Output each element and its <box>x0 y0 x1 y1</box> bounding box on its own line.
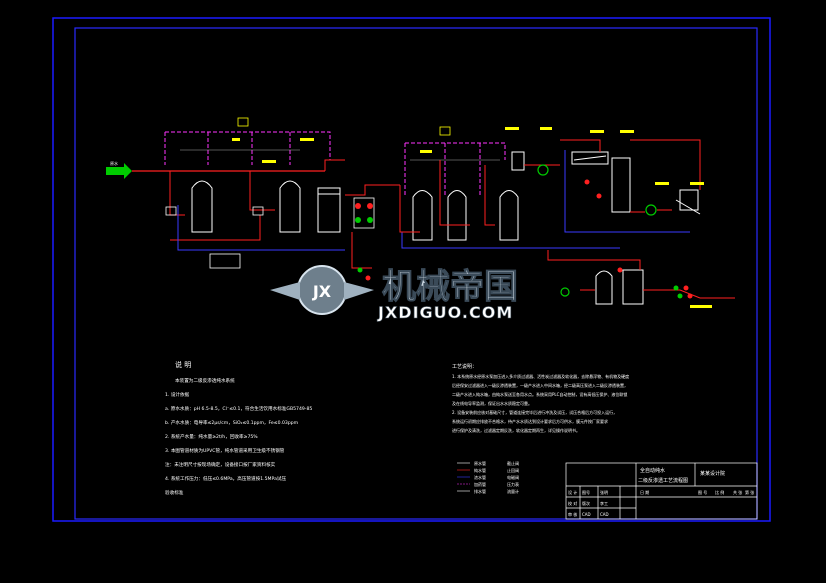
svg-text:2. 系统产水量：纯水量≥2t/h，回收率≥75%: 2. 系统产水量：纯水量≥2t/h，回收率≥75% <box>165 433 258 440</box>
notes-right: 工艺说明： 1. 本系统原水经原水泵加压进入多介质过滤器、活性炭过滤器及软化器，… <box>452 363 629 433</box>
dosing-lines <box>164 131 506 195</box>
title-block: 全自动纯水 二级反渗透工艺流程图 某某设计院 设 计 校 对 审 核 张明 李工… <box>565 462 758 520</box>
company-name: 某某设计院 <box>700 470 725 477</box>
svg-text:CAD: CAD <box>600 512 609 517</box>
title-line-1: 全自动纯水 <box>640 467 665 474</box>
pumps <box>537 164 657 297</box>
pipe-headers <box>180 149 500 161</box>
svg-text:JX: JX <box>312 282 332 301</box>
inner-frame <box>74 27 758 520</box>
outer-frame <box>52 17 771 522</box>
svg-text:后经保安过滤器进入一级反渗透装置，一级产水进入中间水箱，经二: 后经保安过滤器进入一级反渗透装置，一级产水进入中间水箱，经二级高压泵进入二级反渗… <box>452 382 628 388</box>
svg-text:图 号: 图 号 <box>698 489 707 495</box>
stage2-tanks <box>571 151 701 305</box>
svg-text:原水管: 原水管 <box>474 460 486 466</box>
svg-text:电磁阀: 电磁阀 <box>507 474 519 480</box>
svg-text:2. 设备安装前应核对基础尺寸，管道连接完毕后进行冲洗及试压: 2. 设备安装前应核对基础尺寸，管道连接完毕后进行冲洗及试压，试压合格后方可投入… <box>452 409 617 415</box>
notes-left: 说 明 本装置为二级反渗透纯水系统 1. 设计依据 a. 原水水质：pH 6.5… <box>165 360 312 496</box>
svg-text:张明: 张明 <box>600 489 608 495</box>
svg-text:验收标准: 验收标准 <box>165 489 184 496</box>
svg-text:止回阀: 止回阀 <box>507 467 519 473</box>
svg-text:设 计: 设 计 <box>568 489 577 495</box>
svg-text:第 张: 第 张 <box>745 489 754 495</box>
svg-text:1. 本系统原水经原水泵加压进入多介质过滤器、活性炭过滤器及: 1. 本系统原水经原水泵加压进入多介质过滤器、活性炭过滤器及软化器，去除悬浮物、… <box>452 373 629 379</box>
svg-text:版次: 版次 <box>582 500 590 506</box>
title-line-2: 二级反渗透工艺流程图 <box>638 477 688 484</box>
inlet-label: 原水 <box>110 160 118 166</box>
svg-text:CAD: CAD <box>582 512 591 517</box>
notes-left-title: 说 明 <box>175 360 191 369</box>
svg-text:日 期: 日 期 <box>640 489 649 495</box>
svg-text:注：未注明尺寸按现场确定，设备接口按厂家资料核实: 注：未注明尺寸按现场确定，设备接口按厂家资料核实 <box>165 461 276 468</box>
svg-text:排水管: 排水管 <box>474 488 486 494</box>
svg-text:二级产水进入纯水箱，由纯水泵送至各用水点。系统采用PLC自动: 二级产水进入纯水箱，由纯水泵送至各用水点。系统采用PLC自动控制，设有高低压保护… <box>452 391 627 397</box>
blue-pipes <box>177 150 690 251</box>
svg-text:浓水管: 浓水管 <box>474 474 486 480</box>
instrument-tags <box>232 127 712 308</box>
ro-stage-pipes <box>399 160 560 233</box>
svg-text:b. 产水水质：电导率≤2μs/cm，SiO₂≤0.1ppm: b. 产水水质：电导率≤2μs/cm，SiO₂≤0.1ppm，Fe≤0.03pp… <box>165 419 299 426</box>
svg-text:共 张: 共 张 <box>733 489 742 495</box>
watermark-main: 机械帝国 <box>382 267 518 307</box>
pretreatment-vessels <box>191 180 341 233</box>
valve-clusters <box>357 179 693 299</box>
svg-text:4. 系统工作压力：低压≤0.6MPa，高压管道按1.5MP: 4. 系统工作压力：低压≤0.6MPa，高压管道按1.5MPa试压 <box>165 475 286 482</box>
svg-text:a. 原水水质：pH 6.5-8.5，Cl⁻≤0.1，符合生: a. 原水水质：pH 6.5-8.5，Cl⁻≤0.1，符合生活饮用水标准GB57… <box>165 405 312 412</box>
stage1-instruments <box>165 117 451 269</box>
svg-text:3. 本图管道材质为UPVC管，纯水管道采用卫生级不锈钢管: 3. 本图管道材质为UPVC管，纯水管道采用卫生级不锈钢管 <box>165 447 285 454</box>
watermark-emblem-icon: JX <box>270 265 374 315</box>
stage1-pipes <box>169 159 400 269</box>
raw-water-inlet <box>106 163 325 179</box>
stage2-pipes <box>547 139 735 299</box>
pump-icon <box>560 287 570 297</box>
legend: 原水管 纯水管 浓水管 加药管 排水管 截止阀 止回阀 电磁阀 压力表 流量计 <box>457 460 519 494</box>
watermark-sub: JXDIGUO.COM <box>377 303 513 322</box>
svg-text:审 核: 审 核 <box>568 511 577 517</box>
notes-right-title: 工艺说明： <box>452 363 477 370</box>
process-flow-diagram <box>106 117 735 308</box>
watermark: JX 机械帝国 JXDIGUO.COM <box>270 265 519 322</box>
svg-text:本装置为二级反渗透纯水系统: 本装置为二级反渗透纯水系统 <box>175 377 235 384</box>
ro-stage-vessels <box>412 151 525 241</box>
cartridge-filter-group <box>353 197 375 229</box>
svg-text:1. 设计依据: 1. 设计依据 <box>165 391 190 398</box>
svg-text:校 对: 校 对 <box>568 500 577 506</box>
svg-text:图号: 图号 <box>582 489 590 495</box>
pump-icon <box>537 164 549 176</box>
svg-text:进行保护及清洗，过滤器定期反洗，软化器定期再生，详见操作说明: 进行保护及清洗，过滤器定期反洗，软化器定期再生，详见操作说明书。 <box>452 427 580 433</box>
svg-text:加药管: 加药管 <box>474 481 486 487</box>
svg-text:李工: 李工 <box>600 500 608 506</box>
svg-text:系统运行初期应排放不合格水，待产水水质达到设计要求后方可供水: 系统运行初期应排放不合格水，待产水水质达到设计要求后方可供水，膜元件按厂家要求 <box>452 418 608 424</box>
svg-text:截止阀: 截止阀 <box>507 460 519 466</box>
svg-text:纯水管: 纯水管 <box>474 467 486 473</box>
svg-text:流量计: 流量计 <box>507 488 519 494</box>
svg-text:及在线电导率监测，保证出水水质稳定可靠。: 及在线电导率监测，保证出水水质稳定可靠。 <box>452 400 532 406</box>
svg-text:压力表: 压力表 <box>507 481 519 487</box>
svg-text:比 例: 比 例 <box>715 489 724 495</box>
pump-icon <box>645 204 657 216</box>
